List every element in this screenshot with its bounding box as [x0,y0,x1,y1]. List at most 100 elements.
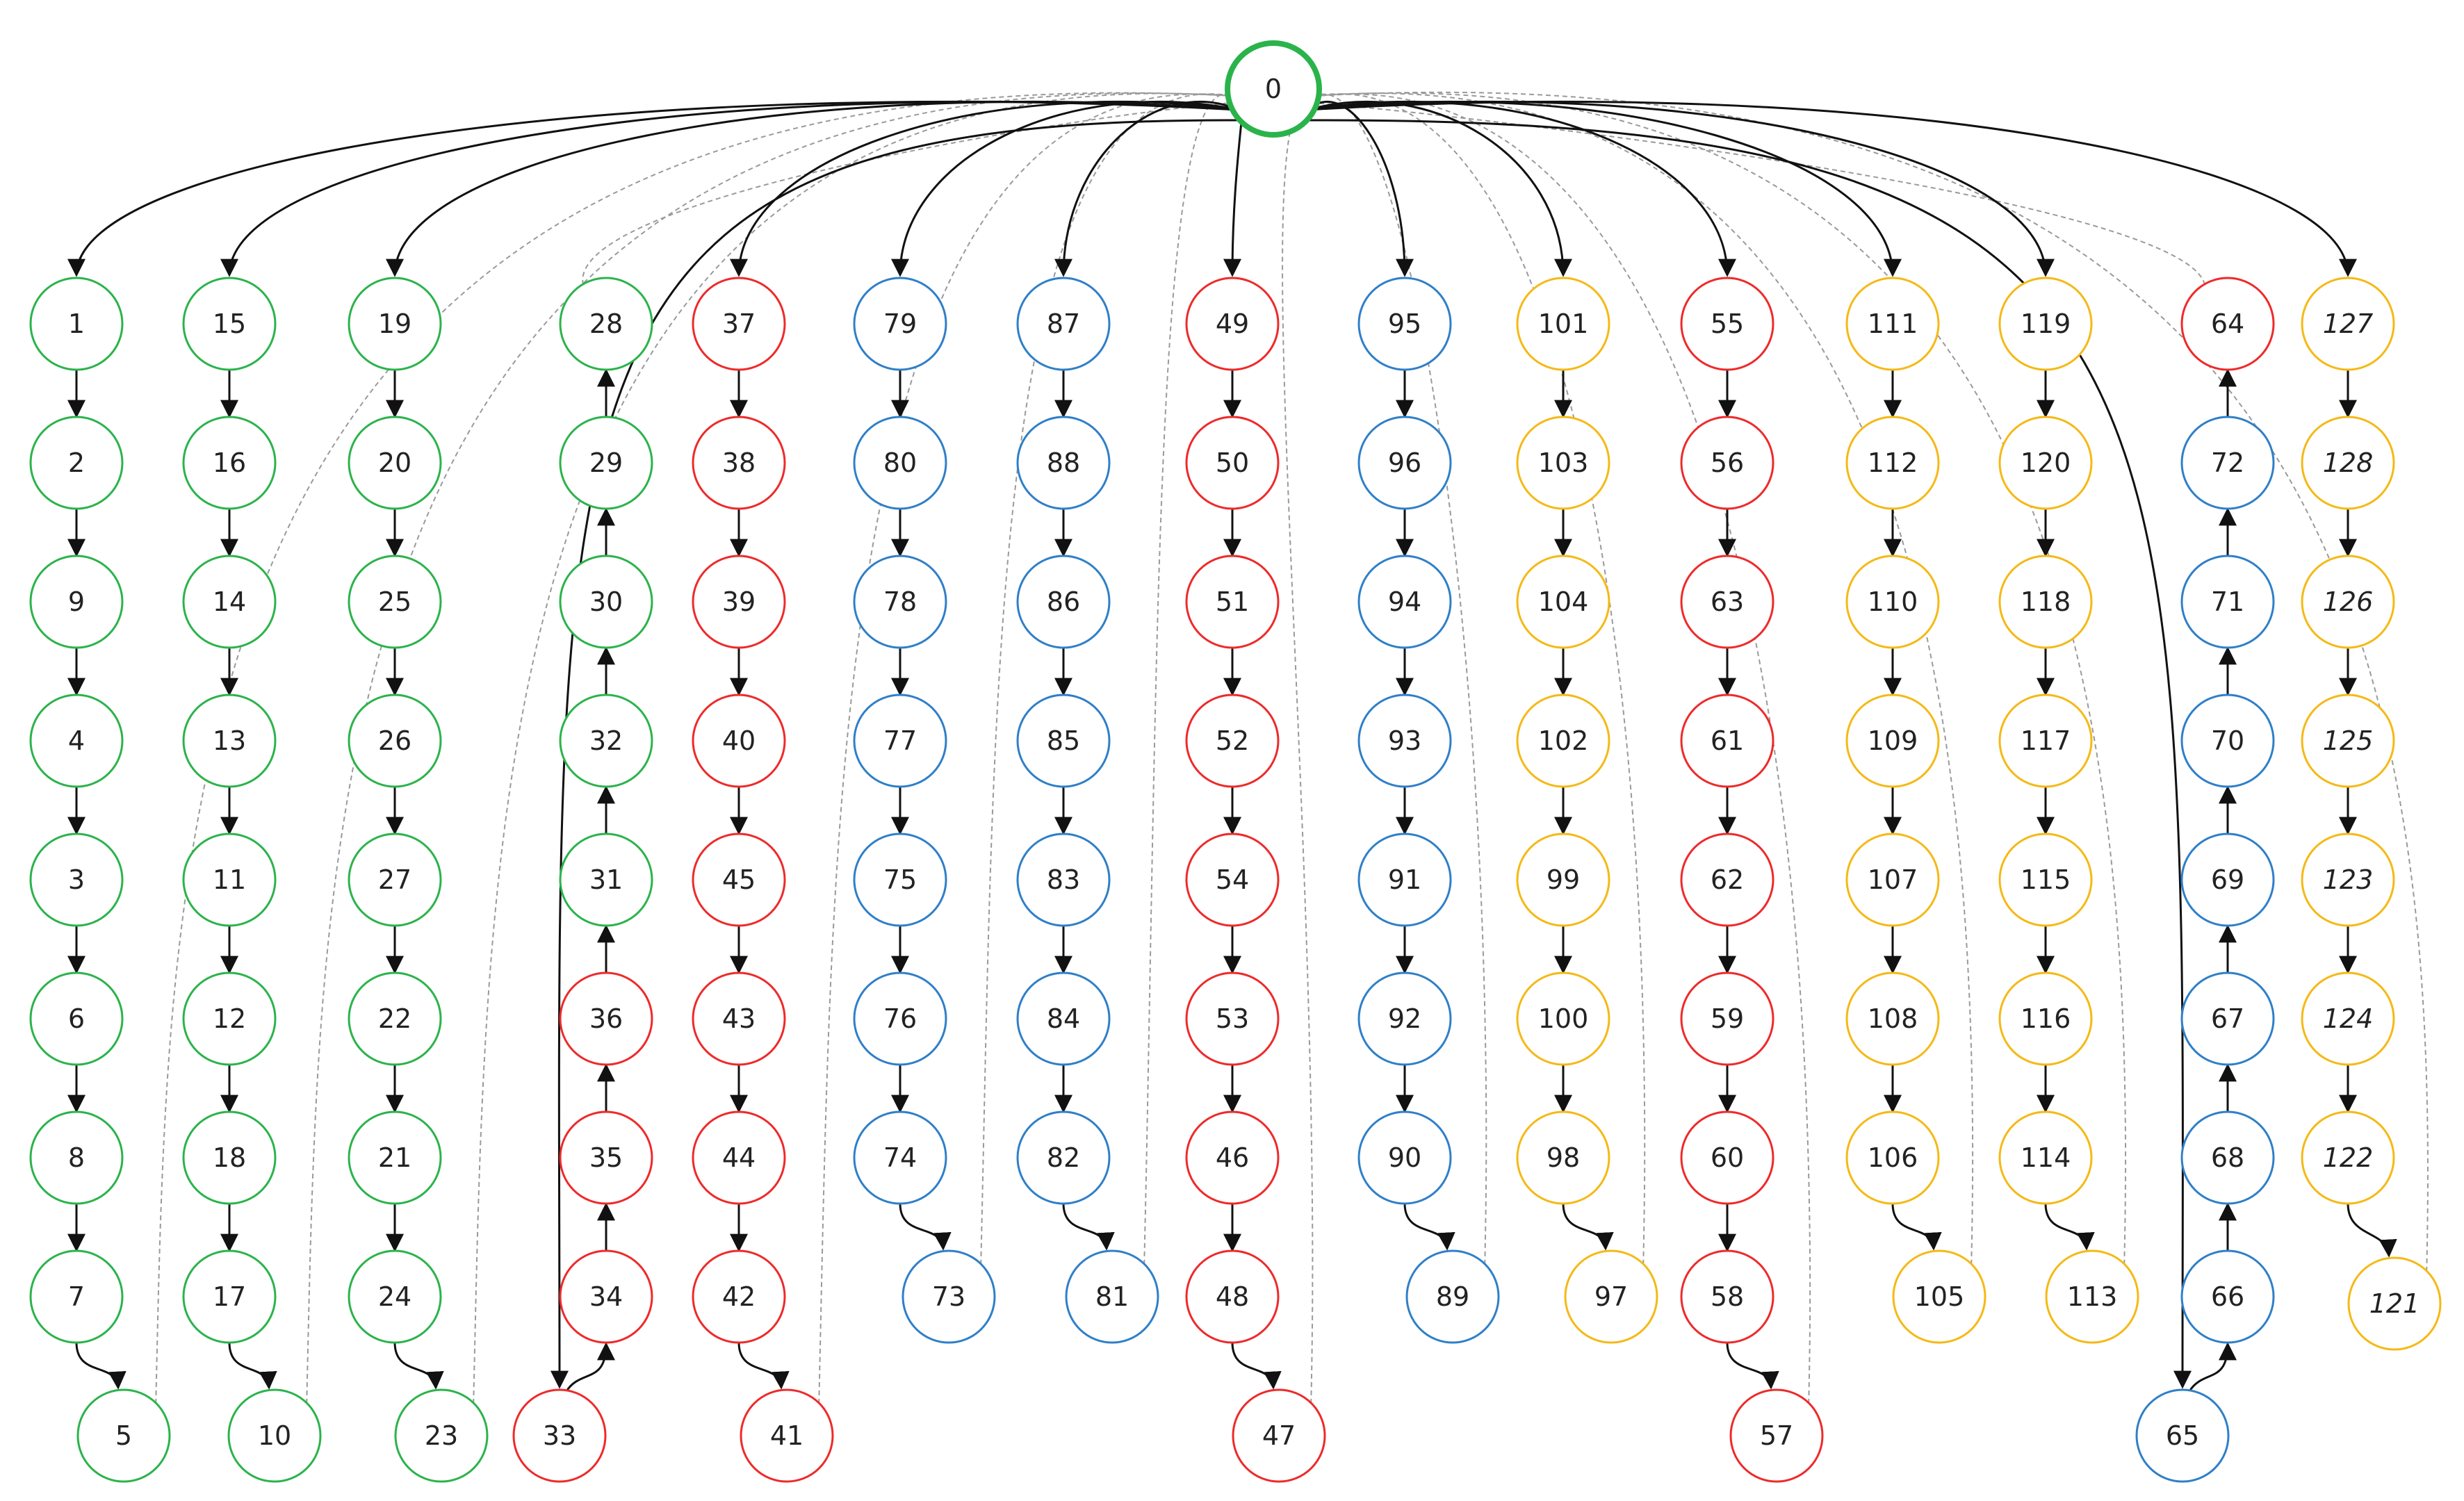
node-label: 89 [1436,1281,1469,1312]
node-83: 83 [1016,832,1111,927]
node-label: 116 [2021,1003,2071,1034]
node-label: 100 [1538,1003,1589,1034]
node-label: 122 [2323,1142,2374,1173]
node-circle [227,1388,322,1483]
node-circle [2301,694,2395,788]
tail-edge [899,1203,952,1251]
node-circle [901,1249,996,1344]
node-label: 57 [1760,1420,1793,1451]
tail-edge [75,1342,127,1390]
dashed-back-edge [155,92,1232,1404]
node-48: 48 [1185,1249,1280,1344]
node-circle [2180,277,2275,371]
node-41: 41 [740,1388,834,1483]
node-circle [2180,416,2275,510]
node-circle [1680,1110,1774,1205]
tail-edge [1562,1203,1614,1251]
node-11: 11 [182,832,277,927]
node-70: 70 [2180,694,2275,788]
node-circle [2180,971,2275,1066]
root-edge [1307,100,1902,277]
node-circle [1516,694,1610,788]
node-30: 30 [559,555,653,649]
node-circle [2301,416,2395,510]
node-circle [182,416,277,510]
node-circle [76,1388,171,1483]
node-label: 13 [213,725,246,756]
node-label: 91 [1388,864,1421,895]
node-label: 3 [68,864,85,895]
root-edge [1307,101,1736,277]
node-circle [348,555,442,649]
node-circle [2301,555,2395,649]
node-label: 84 [1047,1003,1080,1034]
node-circle [1016,416,1111,510]
node-label: 109 [1868,725,1918,756]
node-circle [853,277,947,371]
node-label: 74 [883,1142,917,1173]
node-label: 92 [1388,1003,1421,1034]
node-107: 107 [1845,832,1940,927]
node-circle [1680,832,1774,927]
node-45: 45 [692,832,786,927]
node-label: 45 [722,864,756,895]
node-circle [348,832,442,927]
node-circle [1892,1249,1986,1344]
node-39: 39 [692,555,786,649]
node-32: 32 [559,694,653,788]
node-label: 58 [1711,1281,1744,1312]
node-10: 10 [227,1388,322,1483]
node-label: 51 [1216,587,1249,617]
node-label: 85 [1047,725,1080,756]
node-111: 111 [1845,277,1940,371]
node-circle [559,1110,653,1205]
node-25: 25 [348,555,442,649]
node-label: 67 [2211,1003,2244,1034]
node-label: 93 [1388,725,1421,756]
node-label: 17 [213,1281,246,1312]
dashed-back-edge [1314,92,2429,1272]
node-20: 20 [348,416,442,510]
root-edge [891,100,1239,277]
tail-edge [2188,1342,2237,1392]
node-circle [182,971,277,1066]
node-label: 66 [2211,1281,2244,1312]
root-edge [730,100,1239,277]
node-98: 98 [1516,1110,1610,1205]
node-104: 104 [1516,555,1610,649]
node-label: 50 [1216,448,1249,478]
node-label: 103 [1538,448,1589,478]
node-label: 106 [1868,1142,1918,1173]
node-40: 40 [692,694,786,788]
root-edge [1307,100,1414,277]
node-label: 62 [1711,864,1744,895]
tail-edge [1403,1203,1455,1251]
node-circle [853,416,947,510]
node-label: 33 [543,1420,576,1451]
node-36: 36 [559,971,653,1066]
node-circle [348,694,442,788]
tail-edge [565,1342,615,1392]
node-label: 59 [1711,1003,1744,1034]
node-label: 37 [722,309,756,339]
node-circle [1016,971,1111,1066]
node-127: 127 [2301,277,2395,371]
node-label: 126 [2323,587,2374,617]
node-label: 120 [2021,448,2071,478]
node-circle [1845,555,1940,649]
node-circle [2301,277,2395,371]
dashed-back-edge [582,102,1232,286]
node-8: 8 [29,1110,124,1205]
node-label: 14 [213,587,246,617]
node-label: 49 [1216,309,1249,339]
node-circle [559,1249,653,1344]
node-circle [2180,1249,2275,1344]
node-120: 120 [1998,416,2093,510]
node-28: 28 [559,277,653,371]
node-circle [853,971,947,1066]
node-46: 46 [1185,1110,1280,1205]
node-circle [1680,555,1774,649]
node-circle [853,1110,947,1205]
node-72: 72 [2180,416,2275,510]
node-47: 47 [1232,1388,1326,1483]
